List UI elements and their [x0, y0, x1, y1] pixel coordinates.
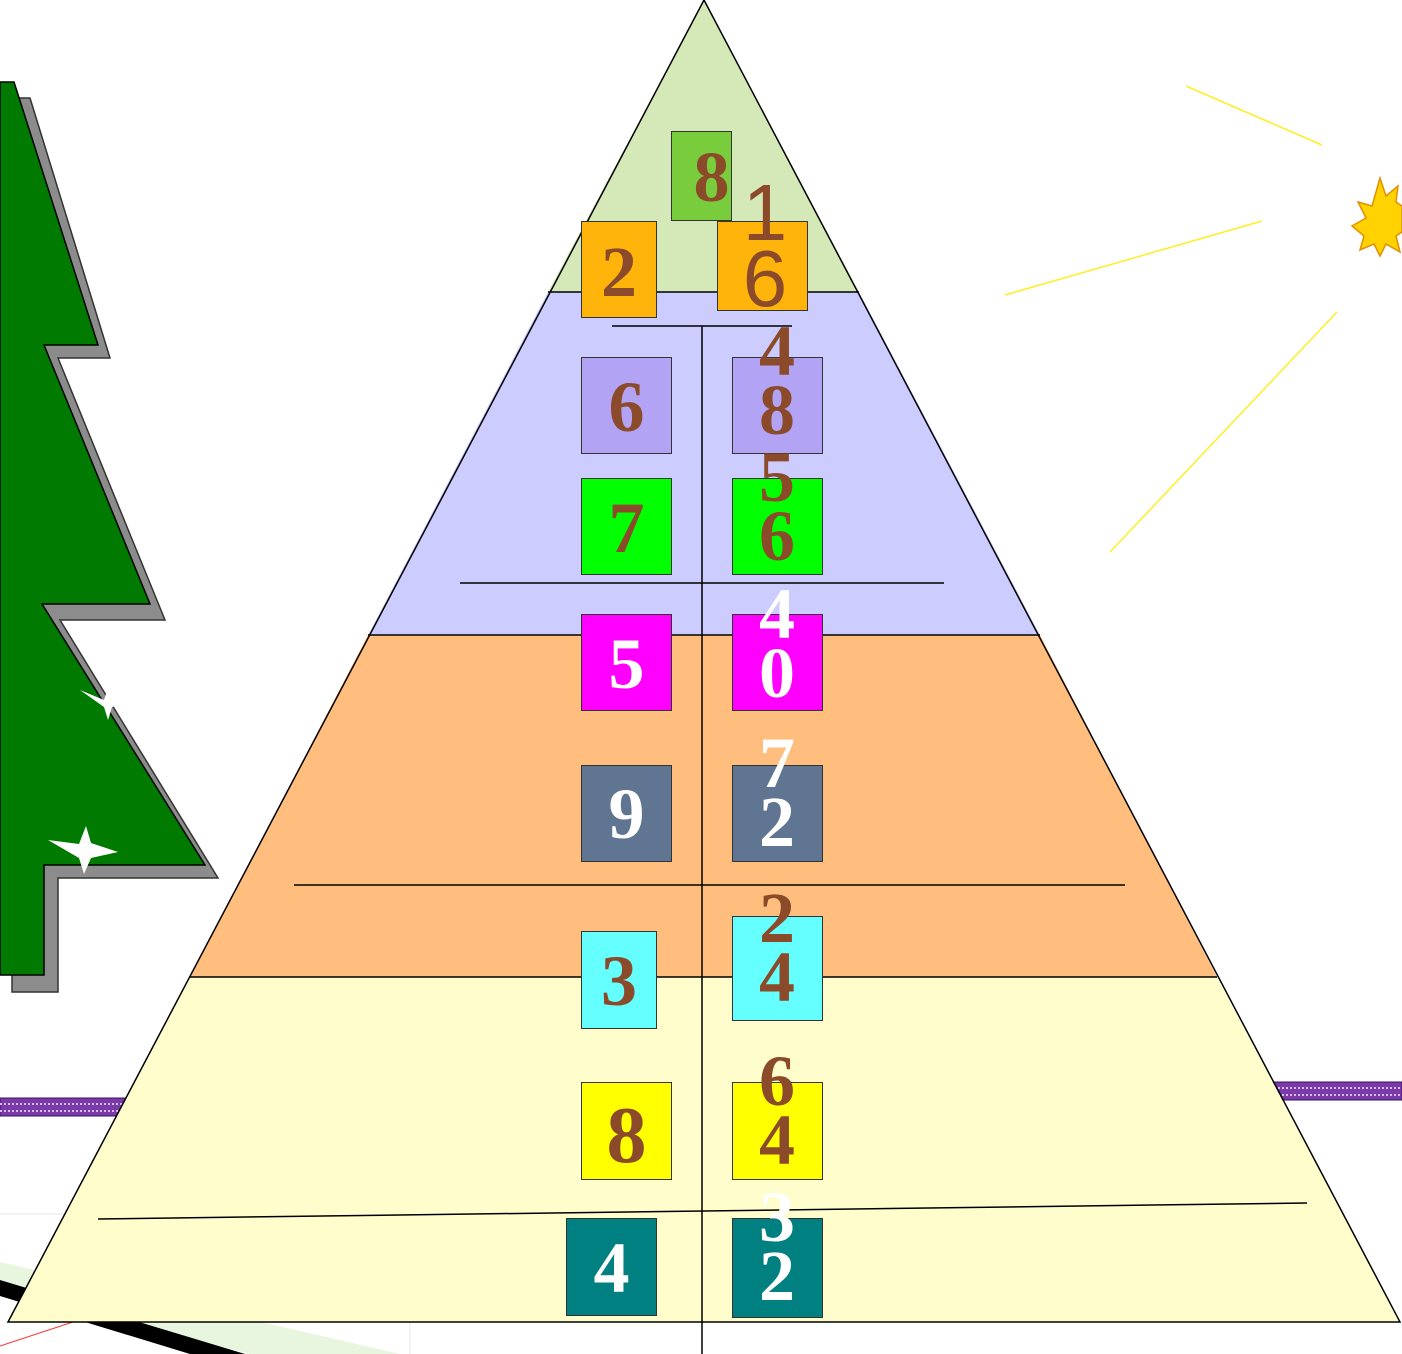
right-tile-number: 4 8: [732, 322, 822, 440]
sun-icon: [1352, 178, 1402, 256]
left-tile-digit: 2: [581, 236, 657, 308]
left-tile-digit: 4: [566, 1232, 657, 1304]
right-tile-number: 3 2: [732, 1188, 822, 1306]
left-tile-digit: 5: [581, 628, 672, 700]
right-tile-number: 1 6: [720, 180, 810, 311]
pyramid-band-base: [8, 977, 1400, 1322]
tree-body: [0, 82, 205, 975]
right-tile-number: 5 6: [732, 448, 822, 566]
left-tile-digit: 7: [581, 492, 672, 564]
right-tile-number: 4 0: [732, 585, 822, 703]
left-tile-digit: 9: [581, 778, 672, 850]
sun-rays: [1005, 86, 1337, 552]
left-tile-digit: 8: [581, 1096, 672, 1176]
right-tile-number: 7 2: [732, 734, 822, 852]
left-tile-digit: 3: [581, 945, 657, 1017]
tree: [0, 82, 218, 992]
ribbon-right: [1262, 1082, 1402, 1100]
left-tile-digit: 6: [581, 371, 672, 443]
right-tile-number: 6 4: [732, 1052, 822, 1170]
pyramid-band-middle: [190, 635, 1217, 977]
right-tile-number: 2 4: [732, 889, 822, 1007]
